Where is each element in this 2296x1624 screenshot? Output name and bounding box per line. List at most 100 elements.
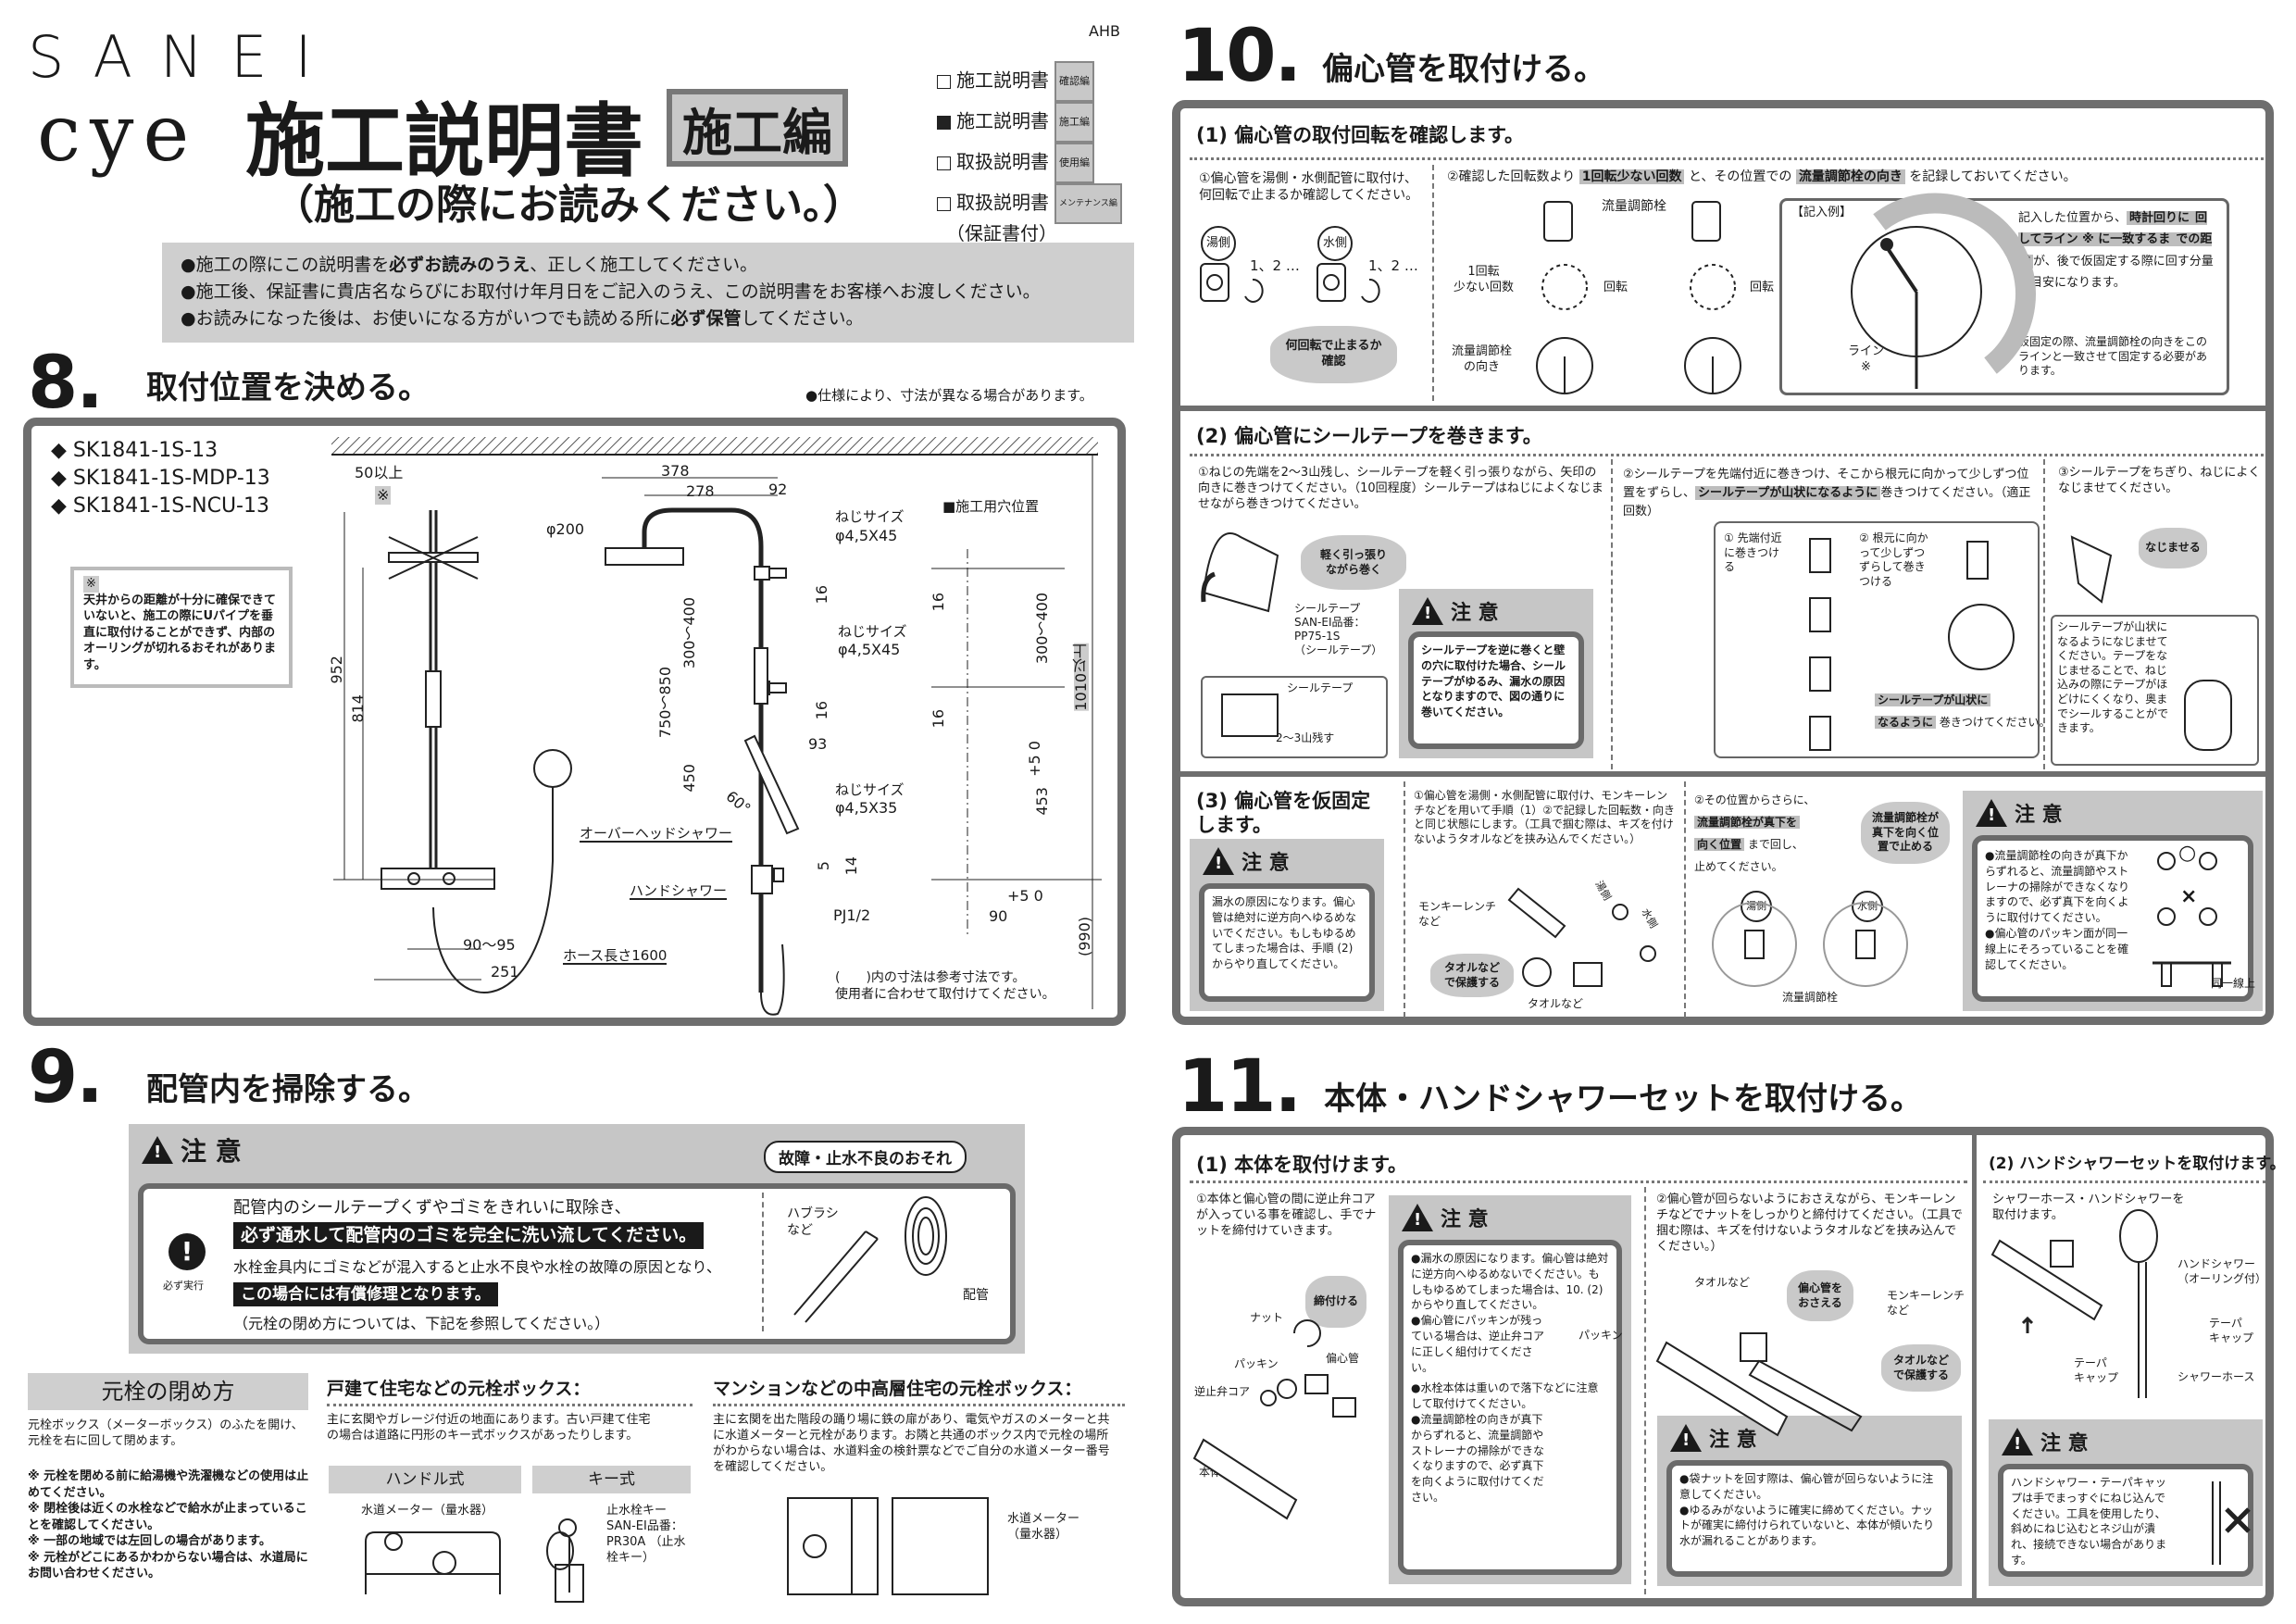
section-8-note: ●仕様により、寸法が異なる場合があります。 (805, 387, 1093, 404)
ng-mark: × (2180, 885, 2198, 908)
model-item: ◆ SK1841-1S-NCU-13 (51, 494, 269, 518)
warning-icon (1976, 799, 2007, 827)
same-line-label: 同一線上 (2211, 977, 2256, 990)
dim-tolerance: +5 0 (1007, 887, 1043, 905)
notice-line: ●施工の際にこの説明書を必ずお読みのうえ、正しく施工してください。 (181, 255, 758, 275)
dim-90: 90 (989, 907, 1008, 925)
checklist-item: 施工説明書確認編 (937, 61, 1122, 102)
caution-item: ハンドシャワー・テーパキャップは手でまっすぐにねじ込んでください。工具を使用した… (2011, 1476, 2167, 1567)
step-text: ①偏心管を湯側・水側配管に取付け、何回転で止まるか確認してください。 (1199, 171, 1419, 204)
handle-type-label: ハンドル式 (329, 1466, 521, 1493)
record-note-mark: ※ (2018, 320, 2028, 333)
pipe-label: 配管 (963, 1288, 989, 1303)
doc-subtitle: （施工の際にお読みください。） (273, 181, 864, 229)
hold-pipe-cloud: 偏心管をおさえる (1787, 1270, 1853, 1322)
subsection-title: (3) 偏心管を仮固定します。 (1196, 790, 1371, 837)
step-text: ②確認した回転数より 1回転少ない回数 と、その位置での 流量調節栓の向き を記… (1447, 169, 2077, 184)
checklist-label: 施工説明書 (956, 69, 1049, 92)
valve-closing-title: 元栓の閉め方 (28, 1373, 308, 1410)
subsection-border (1180, 771, 2265, 777)
subsection-title: (2) ハンドシャワーセットを取付けます。 (1989, 1155, 2286, 1173)
step-text: ③シールテープをちぎり、ねじによくなじませてください。 (2058, 466, 2261, 495)
record-example-label: 【記入例】 (1791, 206, 1853, 219)
caution-item: ●偏心管にパッキンが残っている場合は、逆止弁コアに正しく組付けてください。 (1411, 1314, 1545, 1374)
body-install-caution: 注 意 ●漏水の原因になります。偏心管は絶対に逆方向へゆるめないでください。もし… (1389, 1195, 1631, 1584)
meter-label: 水道メーター（量水器） (361, 1504, 494, 1518)
panel-divider (1972, 1131, 1977, 1602)
valve-label: 流量調節栓 (1602, 199, 1666, 214)
checklist-item: 施工説明書施工編 (937, 102, 1122, 143)
handle-meter-box-illustration (365, 1531, 501, 1594)
caution-emphasis: 必ず通水して配管内のゴミを完全に洗い流してください。 (233, 1222, 705, 1249)
dim-952: 952 (328, 656, 345, 684)
checklist-sub: （保証書付） (946, 222, 1057, 244)
step-text: シャワーホース・ハンドシャワーを取付けます。 (1992, 1193, 2185, 1222)
packing-label: パッキン (1578, 1329, 1623, 1342)
dim-251: 251 (491, 963, 519, 981)
checkbox-checked-icon (937, 115, 951, 130)
caution-heading: 注 意 (1203, 846, 1290, 876)
toothbrush-label: ハブラシ など (787, 1206, 839, 1239)
dim-378: 378 (661, 462, 690, 480)
dim-300-400: 300～400 (680, 597, 698, 669)
cold-dial-label: 水側 (1852, 891, 1883, 922)
section-10-number: 10. (1178, 15, 1302, 98)
dim-star: ※ (375, 486, 392, 505)
caution-heading: 注 意 (142, 1131, 242, 1168)
warning-icon (1412, 597, 1443, 625)
ok-mark: ○ (2178, 842, 2197, 865)
warning-icon (142, 1136, 173, 1164)
dim-300-400: 300～400 (1033, 593, 1051, 665)
checklist-tag: 使用編 (1054, 143, 1094, 183)
dim-92: 92 (768, 481, 788, 498)
brand-logo: SANEI (28, 23, 340, 91)
towel-protect-cloud: タオルなどで保護する (1881, 1344, 1961, 1393)
dim-16: 16 (813, 585, 830, 605)
divider (1644, 1187, 1646, 1594)
caution-item: ●漏水の原因になります。偏心管は絶対に逆方向へゆるめないでください。もしもゆるめ… (1411, 1252, 1609, 1312)
dim-990: (990) (1076, 917, 1093, 957)
nut-caution: 注 意 ●袋ナットを回す際は、偏心管が回らないように注意してください。 ●ゆるみ… (1657, 1416, 1962, 1586)
dim-278: 278 (686, 482, 715, 500)
caution-heading: 注 意 (1412, 596, 1499, 626)
warning-icon (2002, 1428, 2033, 1455)
section-8-title: 取付位置を決める。 (146, 369, 430, 406)
subsection-title: (1) 偏心管の取付回転を確認します。 (1196, 124, 1525, 146)
caution-heading: 注 意 (2002, 1427, 2089, 1456)
winding-step-1: ① 先端付近に巻きつける (1724, 531, 1782, 574)
checkbox-icon (937, 74, 951, 89)
seal-tape-caution: 注 意 シールテープを逆に巻くと壁の穴に取付けた場合、シールテープがゆるみ、漏水… (1399, 589, 1593, 758)
key-type-label: キー式 (532, 1466, 691, 1493)
checklist-item: 取扱説明書使用編 (937, 143, 1122, 183)
dim-450: 450 (680, 764, 698, 793)
wrench-label: モンキーレンチ など (1887, 1289, 1965, 1317)
divider (1190, 454, 2264, 456)
caution-item: ●袋ナットを回す際は、偏心管が回らないように注意してください。 (1679, 1472, 1934, 1501)
record-note: 仮固定の際、流量調節栓の向きをこのラインと一致させて固定する必要があります。 (2018, 335, 2208, 378)
caution-body: ●漏水の原因になります。偏心管は絶対に逆方向へゆるめないでください。もしもゆるめ… (1398, 1240, 1622, 1575)
record-example-text: 記入した位置から、時計回りに回してライン ※ に一致するまでの距離が、後で仮固定… (2018, 211, 2214, 291)
edition-label: 施工編 (682, 103, 832, 162)
caution-body: 漏水の原因になります。偏心管は絶対に逆方向へゆるめないでください。もしもゆるめて… (1199, 883, 1375, 1002)
valve-closing-intro: 元栓ボックス（メーターボックス）のふたを開け、元栓を右に回して閉めます。 (28, 1418, 304, 1448)
caution-body: シールテープを逆に巻くと壁の穴に取付けた場合、シールテープがゆるみ、漏水の原因と… (1408, 631, 1584, 749)
caution-body: ●袋ナットを回す際は、偏心管が回らないように注意してください。 ●ゆるみがないよ… (1666, 1460, 1953, 1577)
checklist-label: 取扱説明書 (956, 150, 1049, 173)
note-item: ※ 元栓がどこにあるかわからない場合は、水道局にお問い合わせください。 (28, 1550, 308, 1581)
turns-label: 回転 (1603, 281, 1628, 294)
notice-line: ●施工後、保証書に貴店名ならびにお取付け年月日をご記入のうえ、この説明書をお客様… (181, 281, 1041, 302)
note-item: ※ 元栓を閉める前に給湯機や洗濯機などの使用は止めてください。 (28, 1469, 309, 1500)
hot-dial-label: 湯側 (1741, 891, 1772, 922)
checkbox-icon (937, 196, 951, 211)
caution-item: ●ゆるみがないように確実に締めてください。ナットが確実に締付けられていないと、本… (1679, 1503, 1935, 1548)
section-9-title: 配管内を掃除する。 (146, 1071, 430, 1108)
risk-badge: 故障・止水不良のおそれ (764, 1141, 967, 1173)
check-valve-core-label: 逆止弁コア (1194, 1385, 1251, 1398)
step-text: ②シールテープを先端付近に巻きつけ、そこから根元に向かって少しずつ位置をずらし、… (1623, 468, 2031, 519)
mound-text: シールテープが山状になるように 巻きつけてください。 (1875, 689, 2051, 733)
nut-label: ナット (1250, 1311, 1284, 1324)
turn-count: 1、2 … (1250, 257, 1300, 274)
doc-title: 施工説明書 (245, 95, 643, 188)
divider (713, 1404, 1125, 1406)
reference-note: 使用者に合わせて取付けてください。 (835, 987, 1055, 1002)
